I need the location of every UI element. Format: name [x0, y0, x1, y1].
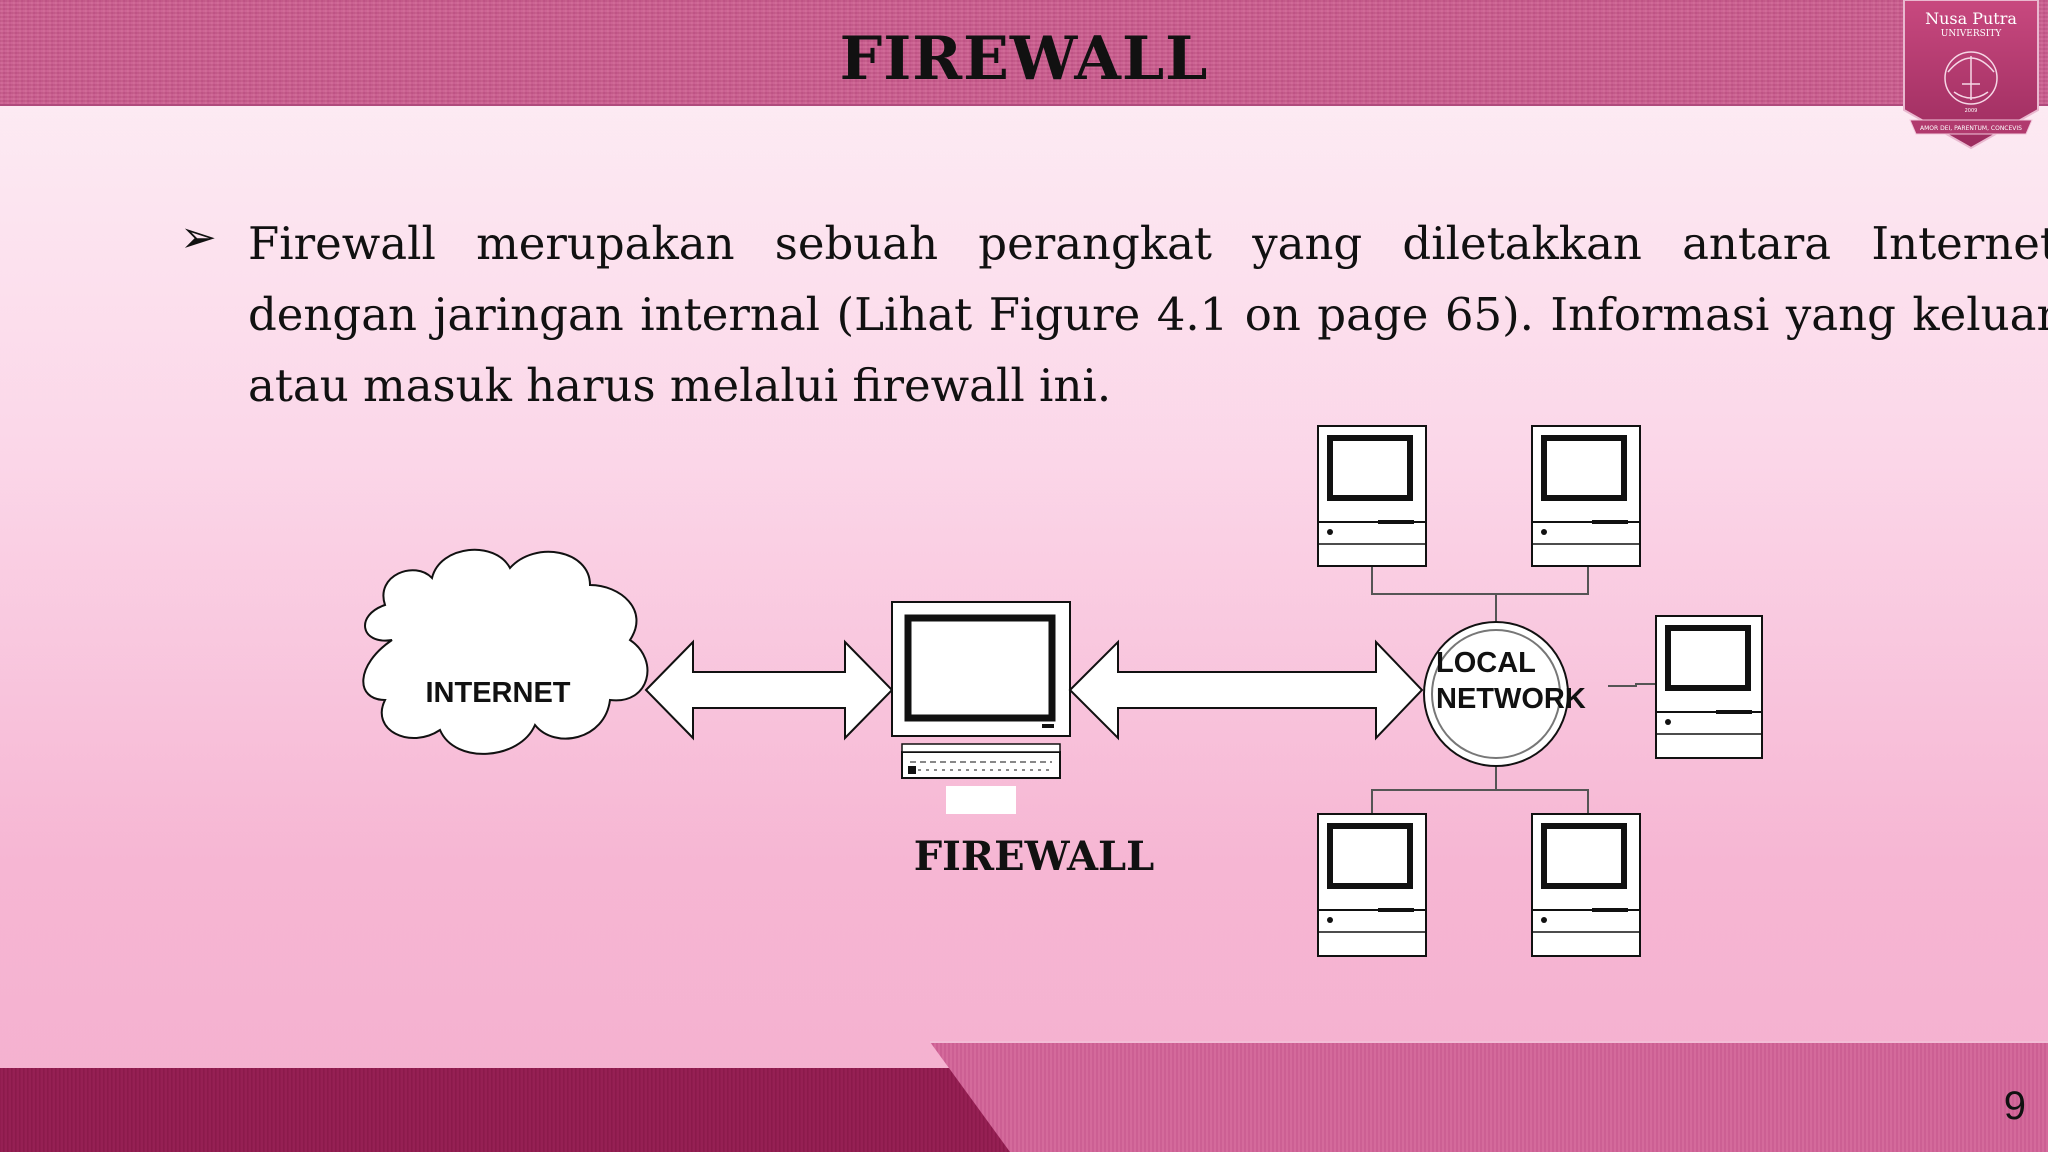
- bullet-text: Firewall merupakan sebuah perangkat yang…: [248, 217, 2048, 412]
- logo-motto: AMOR DEI, PARENTUM, CONCEVIS: [1920, 125, 2022, 132]
- local-network-label-line1: LOCAL: [1436, 647, 1536, 679]
- computer-icon: [1317, 813, 1427, 957]
- bottom-band-dark: [0, 1068, 2048, 1152]
- logo-name-line1: Nusa Putra: [1925, 9, 2017, 28]
- firewall-label: FIREWALL: [914, 833, 1155, 880]
- double-arrow-right: [1068, 639, 1424, 741]
- university-logo: Nusa Putra UNIVERSITY 2009 AMOR DEI, PAR…: [1903, 0, 2039, 150]
- page-number: 9: [2003, 1084, 2026, 1128]
- computer-icon: [1655, 615, 1763, 759]
- network-cables: [1371, 566, 1656, 814]
- logo-emblem-icon: [1944, 51, 1998, 105]
- computer-icon: [1531, 813, 1641, 957]
- logo-name-line2: UNIVERSITY: [1941, 29, 2003, 39]
- internet-label: INTERNET: [426, 677, 571, 709]
- computer-icon: [1317, 425, 1427, 567]
- computer-icon: [1531, 425, 1641, 567]
- local-network-label-line2: NETWORK: [1436, 683, 1586, 715]
- cloud-icon: INTERNET: [362, 548, 649, 755]
- network-hub-icon: LOCAL NETWORK: [1423, 621, 1586, 767]
- arrowhead-bullet-icon: ➢: [180, 212, 217, 263]
- logo-year: 2009: [1965, 108, 1978, 114]
- slide-title: FIREWALL: [839, 24, 1209, 94]
- keyboard-icon: [901, 743, 1061, 779]
- top-header-band: [0, 0, 2048, 106]
- double-arrow-left: [644, 639, 894, 741]
- firewall-computer-icon: FIREWALL: [891, 601, 1155, 880]
